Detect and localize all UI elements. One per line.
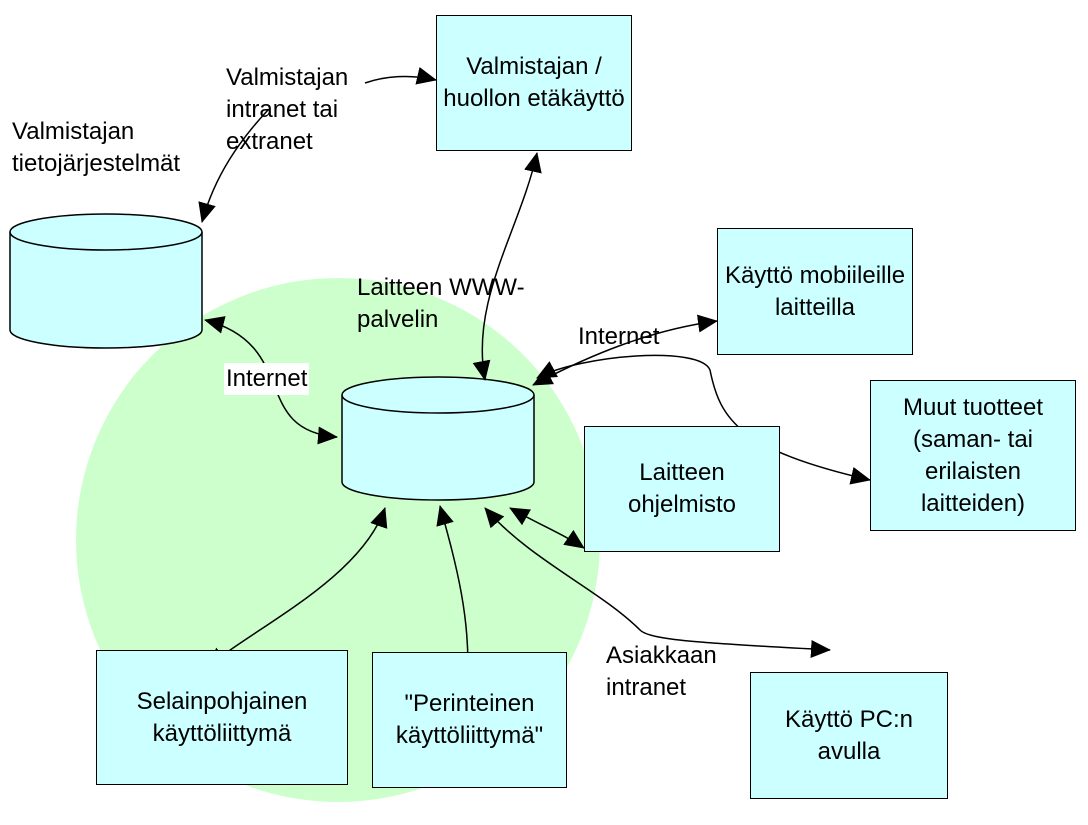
mobile-use-box: Käyttö mobiileille laitteilla (717, 228, 913, 355)
manufacturer-database (9, 213, 203, 349)
connector-server-pc (484, 507, 831, 658)
traditional-ui-label: "Perinteinen käyttöliittymä" (395, 690, 544, 749)
browser-ui-box: Selainpohjainen käyttöliittymä (96, 650, 348, 785)
mobile-use-label: Käyttö mobiileille laitteilla (724, 261, 906, 321)
traditional-ui-box: "Perinteinen käyttöliittymä" (372, 652, 567, 788)
manufacturer-intranet-text: Valmistajan intranet tai extranet (226, 64, 349, 155)
internet-right-text: Internet (578, 323, 660, 350)
other-products-label: Muut tuotteet (saman- tai erilaisten lai… (902, 393, 1044, 517)
web-server-database (341, 376, 535, 501)
connector-intranet-remote (364, 66, 437, 85)
customer-intranet-text: Asiakkaan intranet (606, 642, 717, 701)
manufacturer-systems-text: Valmistajan tietojärjestelmät (12, 118, 181, 177)
pc-use-box: Käyttö PC:n avulla (750, 672, 948, 799)
internet-left-text: Internet (226, 365, 308, 392)
internet-left-label: Internet (224, 363, 310, 395)
device-software-box: Laitteen ohjelmisto (584, 426, 780, 552)
pc-use-label: Käyttö PC:n avulla (784, 705, 914, 765)
manufacturer-intranet-label: Valmistajan intranet tai extranet (226, 62, 376, 158)
browser-ui-label: Selainpohjainen käyttöliittymä (136, 687, 308, 747)
remote-access-label: Valmistajan / huollon etäkäyttö (443, 53, 625, 112)
device-software-label: Laitteen ohjelmisto (627, 459, 737, 518)
remote-access-box: Valmistajan / huollon etäkäyttö (436, 15, 632, 151)
other-products-box: Muut tuotteet (saman- tai erilaisten lai… (870, 380, 1076, 531)
connector-intranet-database (198, 109, 269, 223)
internet-right-label: Internet (578, 321, 659, 353)
connector-remote-server (472, 152, 542, 381)
customer-intranet-label: Asiakkaan intranet (606, 640, 756, 704)
manufacturer-systems-label: Valmistajan tietojärjestelmät (12, 116, 212, 180)
web-server-label: Laitteen WWW-palvelin (357, 272, 557, 336)
web-server-text: Laitteen WWW-palvelin (357, 274, 525, 333)
